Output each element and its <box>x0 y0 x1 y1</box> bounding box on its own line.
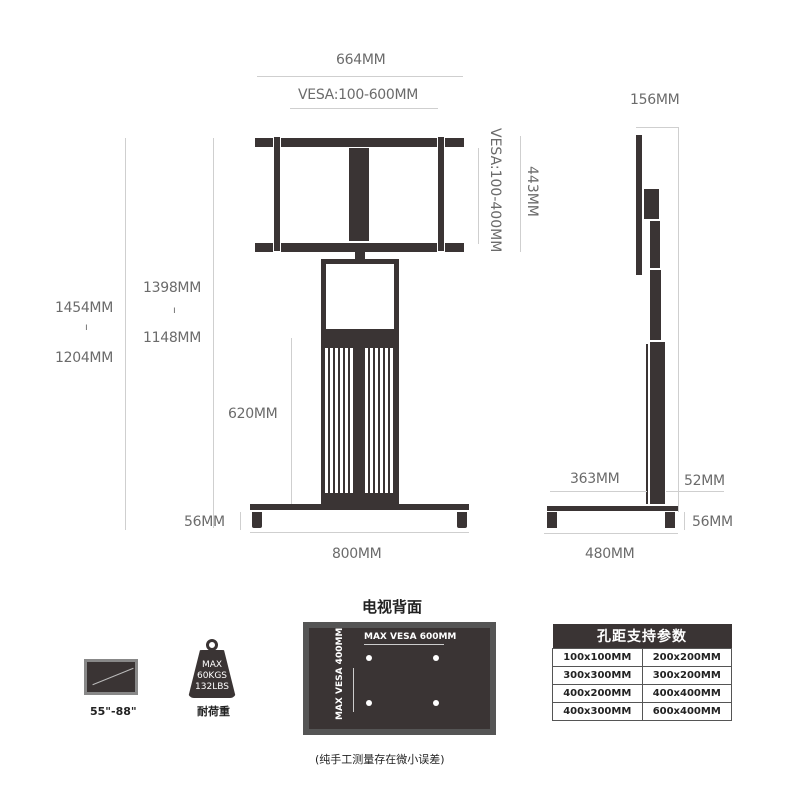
mount-hole <box>433 655 439 661</box>
center-plate <box>349 148 369 241</box>
side-column-top <box>650 221 660 268</box>
offset-label: 363MM <box>570 471 620 487</box>
dim-line <box>125 138 126 530</box>
column-height: 620MM <box>228 406 278 422</box>
vesa-horizontal-label: VESA:100-600MM <box>298 87 419 103</box>
vesa-vertical-label: VESA:100-400MM <box>487 128 503 253</box>
base-depth-label: 480MM <box>585 546 635 562</box>
vesa-table-header: 孔距支持参数 <box>552 624 732 648</box>
screen-icon <box>84 659 138 695</box>
left-arm <box>273 136 281 252</box>
dim-line <box>678 127 679 512</box>
weight-kg-text: 60KGS <box>196 671 228 681</box>
max-vesa-v-label: MAX VESA 400MM <box>335 627 345 720</box>
dim-line <box>290 108 438 109</box>
side-bracket <box>644 189 659 219</box>
screen-size-label: 55"-88" <box>90 705 137 718</box>
tv-back-panel: MAX VESA 600MM MAX VESA 400MM <box>303 622 496 735</box>
dim-line <box>240 512 241 530</box>
dim-line <box>684 512 685 530</box>
weight-label: 耐荷重 <box>197 705 230 718</box>
center-height-max: 1398MM <box>143 280 201 296</box>
center-height-min: 1148MM <box>143 330 201 346</box>
dim-line <box>636 127 679 128</box>
top-rail <box>255 138 464 147</box>
dim-line <box>550 491 647 492</box>
base-width: 800MM <box>332 546 382 562</box>
mount-hole <box>366 655 372 661</box>
dim-line <box>520 136 521 252</box>
total-height-min: 1204MM <box>55 350 113 366</box>
top-width-label: 664MM <box>336 52 386 68</box>
wheel-right <box>457 512 467 528</box>
side-wheel-height: 56MM <box>692 514 733 530</box>
measurement-note: (纯手工测量存在微小误差) <box>315 753 445 766</box>
dim-line <box>213 138 214 528</box>
dim-line <box>250 532 469 533</box>
weight-lbs-text: 132LBS <box>195 682 229 692</box>
neck <box>355 252 365 260</box>
weight-max-text: MAX <box>201 660 223 670</box>
mount-hole <box>433 700 439 706</box>
side-wheel-right <box>665 512 675 528</box>
dim-line <box>666 491 724 492</box>
column-body <box>321 338 399 508</box>
bottom-rail <box>255 243 464 252</box>
wheel-height: 56MM <box>184 514 225 530</box>
column-depth-label: 52MM <box>684 473 725 489</box>
base-bar <box>250 504 469 510</box>
side-column-bottom <box>650 342 665 504</box>
side-wheel-left <box>547 512 557 528</box>
dim-line <box>478 148 479 244</box>
mount-hole <box>366 700 372 706</box>
side-mount-plate <box>636 135 642 275</box>
side-depth-label: 156MM <box>630 92 680 108</box>
side-column-mid <box>650 270 661 340</box>
side-column-edge <box>646 344 648 504</box>
max-vesa-h-label: MAX VESA 600MM <box>364 632 457 642</box>
side-base <box>547 506 678 511</box>
dim-line <box>257 76 463 77</box>
weight-ring <box>206 639 218 651</box>
dim-line <box>291 338 292 504</box>
right-arm <box>437 136 445 252</box>
wheel-left <box>252 512 262 528</box>
total-height-max: 1454MM <box>55 300 113 316</box>
mount-height-label: 443MM <box>524 166 540 217</box>
tv-back-title: 电视背面 <box>362 598 423 616</box>
dim-line <box>544 533 678 534</box>
upper-frame <box>321 259 399 339</box>
